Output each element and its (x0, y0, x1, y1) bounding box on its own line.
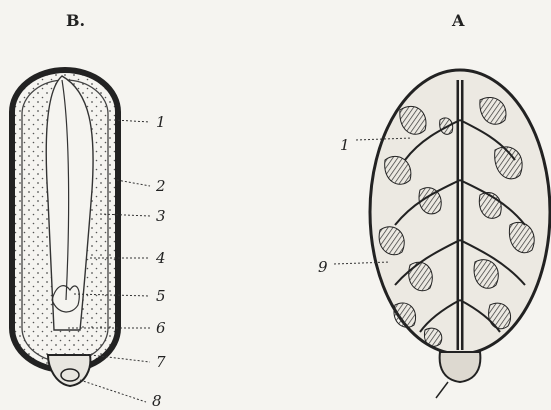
label-a-1: 1 (340, 136, 350, 154)
stalk (436, 382, 448, 398)
cotyledon-base (440, 352, 481, 382)
label-b-6: 6 (156, 319, 166, 337)
label-b-3: 3 (156, 207, 166, 225)
figure-a-title: A (451, 11, 465, 30)
label-b-2: 2 (155, 177, 166, 195)
label-b-5: 5 (156, 287, 166, 305)
label-b-4: 4 (155, 249, 166, 267)
figure-b-section: B. 1 2 3 4 5 6 7 8 (12, 11, 166, 410)
label-b-8: 8 (152, 392, 162, 410)
label-b-1: 1 (156, 113, 166, 131)
label-b-7: 7 (156, 353, 166, 371)
label-a-9: 9 (318, 258, 328, 276)
figure-a-cotyledon: A (318, 11, 550, 398)
figure-b-title: B. (66, 11, 85, 30)
